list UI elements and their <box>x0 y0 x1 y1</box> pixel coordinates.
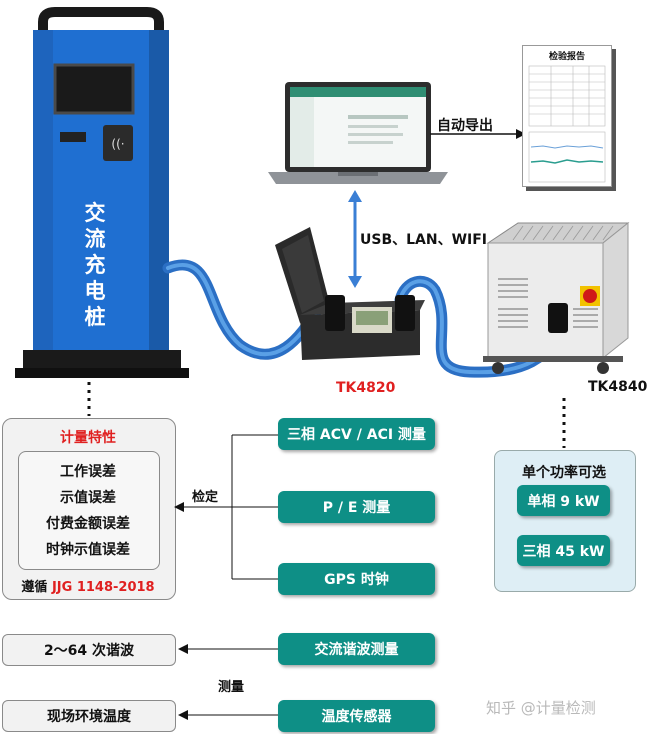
report-title: 检验报告 <box>548 52 585 62</box>
verify-label: 检定 <box>192 490 219 505</box>
tk4820-device <box>275 227 425 360</box>
single-phase-option: 单相 9 kW <box>517 485 610 516</box>
power-options-box <box>494 450 636 592</box>
metrology-item: 工作误差 <box>60 464 116 480</box>
verify-bracket <box>174 434 280 580</box>
charger-label-char: 桩 <box>84 305 106 329</box>
acv-aci-measure-box: 三相 ACV / ACI 测量 <box>278 418 435 450</box>
charger-label-char: 流 <box>84 227 106 251</box>
report-document: 检验报告 <box>522 45 612 187</box>
power-options-title: 单个功率可选 <box>522 465 606 481</box>
metrology-item: 付费金额误差 <box>46 516 130 532</box>
connection-label: USB、LAN、WIFI <box>360 232 488 248</box>
metrology-item: 时钟示值误差 <box>46 542 130 558</box>
charger-label-char: 充 <box>84 253 106 277</box>
export-arrow <box>430 129 526 139</box>
watermark: 知乎 @计量检测 <box>486 699 596 717</box>
charger-label-char: 电 <box>84 279 106 303</box>
tk4820-label: TK4820 <box>336 380 396 396</box>
measure-arrows <box>178 644 278 720</box>
metrology-standard: 遵循 JJG 1148-2018 <box>2 576 174 595</box>
gps-clock-box: GPS 时钟 <box>278 563 435 595</box>
metrology-items-box <box>18 451 160 570</box>
svg-text:((·: ((· <box>111 137 124 151</box>
metrology-item: 示值误差 <box>60 490 116 506</box>
tk4840-label: TK4840 <box>588 379 647 395</box>
measure-label: 测量 <box>218 680 245 695</box>
harmonic-measure-box: 交流谐波测量 <box>278 633 435 665</box>
export-label: 自动导出 <box>437 118 493 134</box>
standard-prefix: 遵循 <box>21 580 48 595</box>
laptop <box>268 82 448 184</box>
harmonics-text: 2～64 次谐波 <box>43 643 135 659</box>
harmonics-box: 2～64 次谐波 <box>2 634 176 666</box>
temperature-sensor-box: 温度传感器 <box>278 700 435 732</box>
report-content <box>528 65 606 183</box>
charger-label: 交 流 充 电 桩 <box>82 200 108 330</box>
three-phase-option: 三相 45 kW <box>517 535 610 566</box>
usb-double-arrow <box>348 190 362 288</box>
temperature-text: 现场环境温度 <box>47 709 131 725</box>
tk4840-device <box>483 221 630 374</box>
pe-measure-box: P / E 测量 <box>278 491 435 523</box>
standard-code: JJG 1148-2018 <box>51 580 155 595</box>
charger-label-char: 交 <box>84 201 106 225</box>
metrology-title: 计量特性 <box>60 430 116 446</box>
charger-pile: ((· <box>15 7 189 378</box>
temperature-box: 现场环境温度 <box>2 700 176 732</box>
